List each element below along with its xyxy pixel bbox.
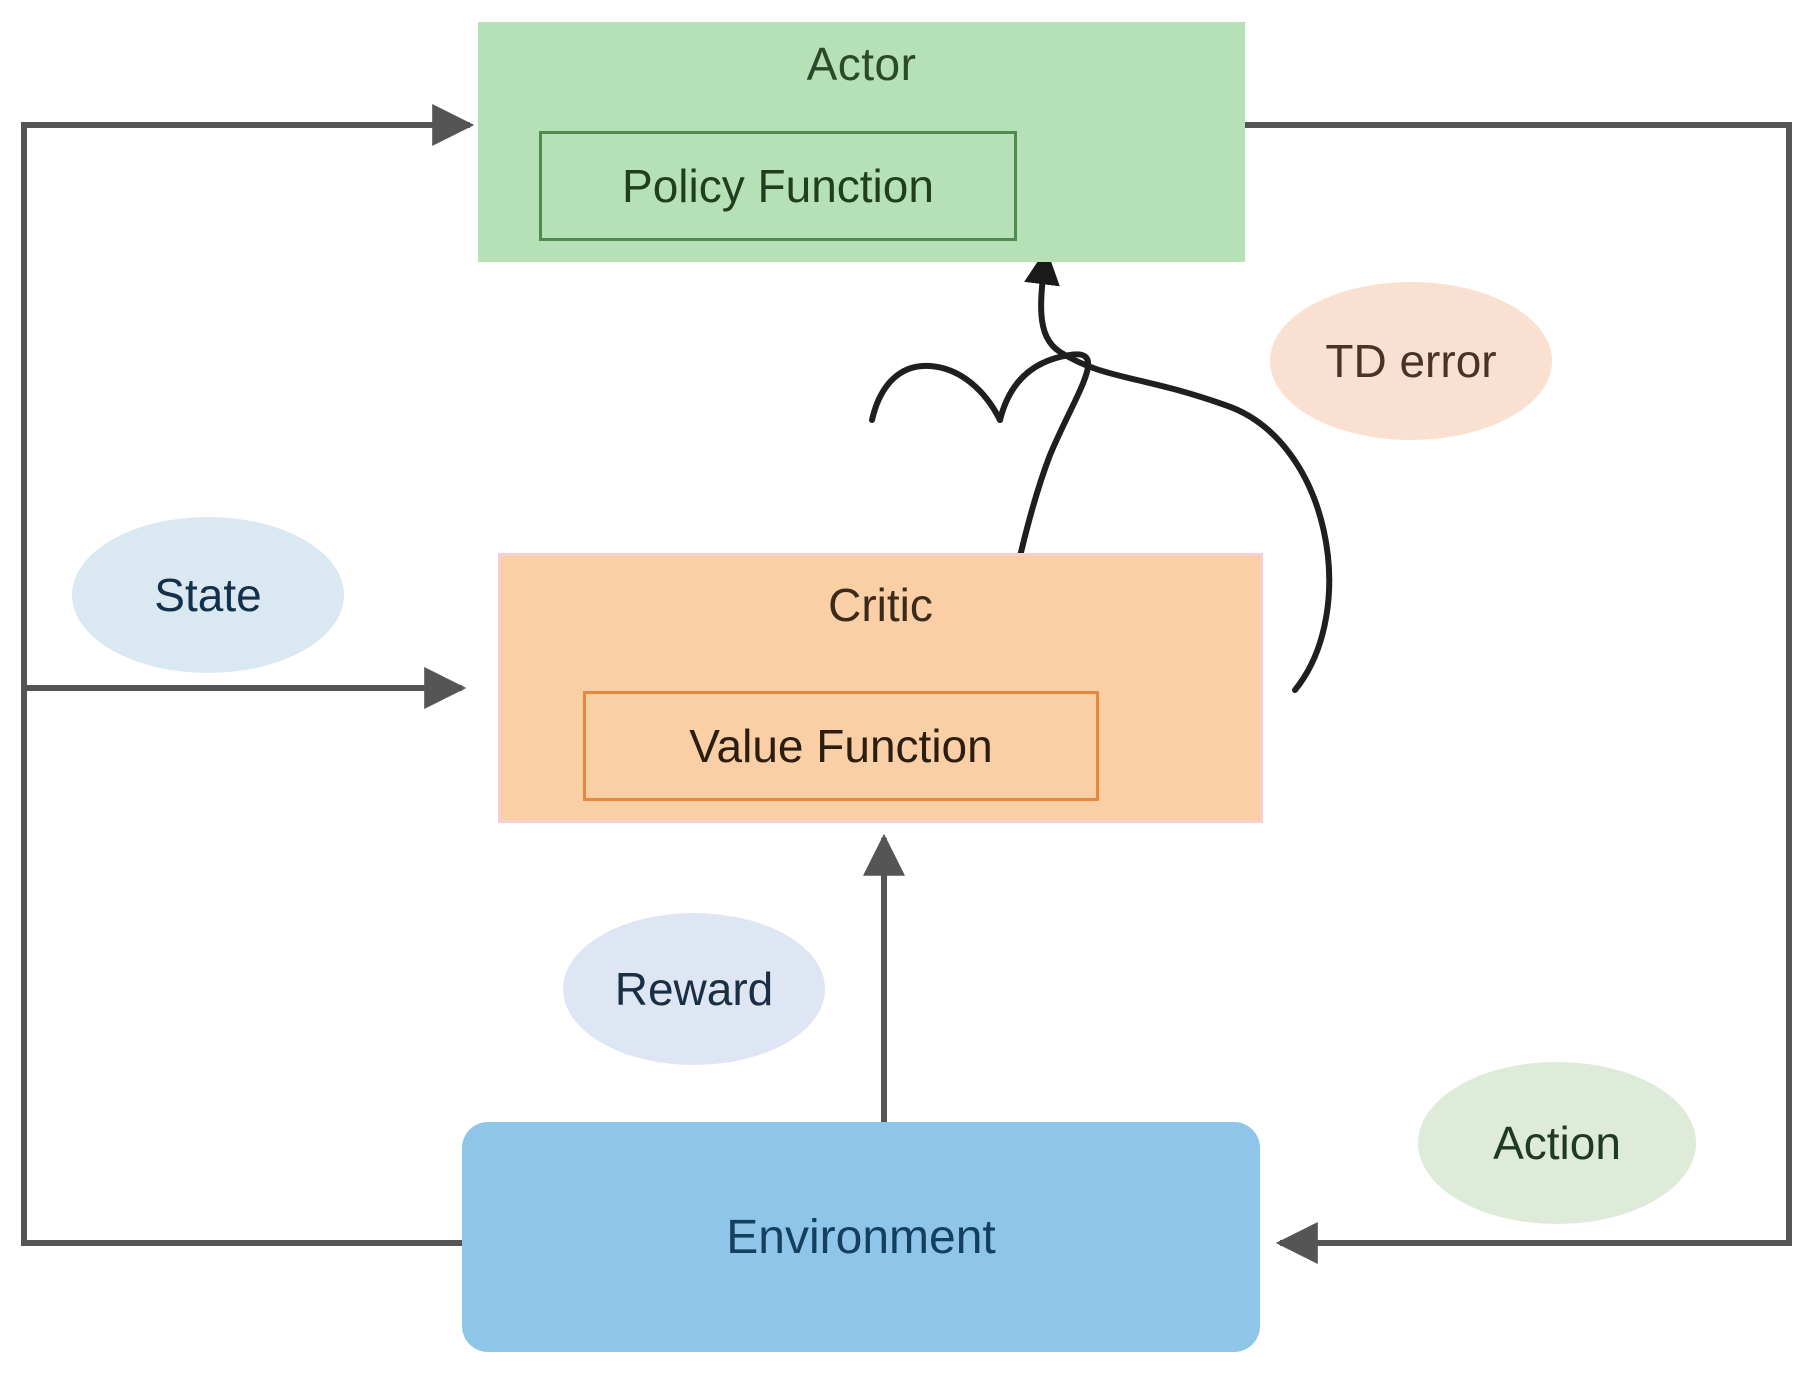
- value-function-node[interactable]: Value Function: [583, 691, 1099, 801]
- edge-state-to-actor: [21, 104, 475, 1246]
- critic-node[interactable]: Critic Value Function: [498, 553, 1263, 823]
- environment-node[interactable]: Environment: [462, 1122, 1260, 1352]
- edge-td-error-to-actor: [1024, 248, 1333, 693]
- actor-label: Actor: [806, 38, 917, 90]
- reward-label-ellipse: Reward: [563, 913, 825, 1065]
- td-error-label-ellipse: TD error: [1270, 282, 1552, 440]
- critic-label: Critic: [828, 579, 933, 631]
- policy-function-node[interactable]: Policy Function: [539, 131, 1017, 241]
- edge-action-to-environment: [1245, 122, 1792, 1264]
- action-label-ellipse: Action: [1418, 1062, 1696, 1224]
- actor-node[interactable]: Actor Policy Function: [478, 22, 1245, 262]
- edge-td-error-tail: [869, 362, 1003, 423]
- state-label-ellipse: State: [72, 517, 344, 673]
